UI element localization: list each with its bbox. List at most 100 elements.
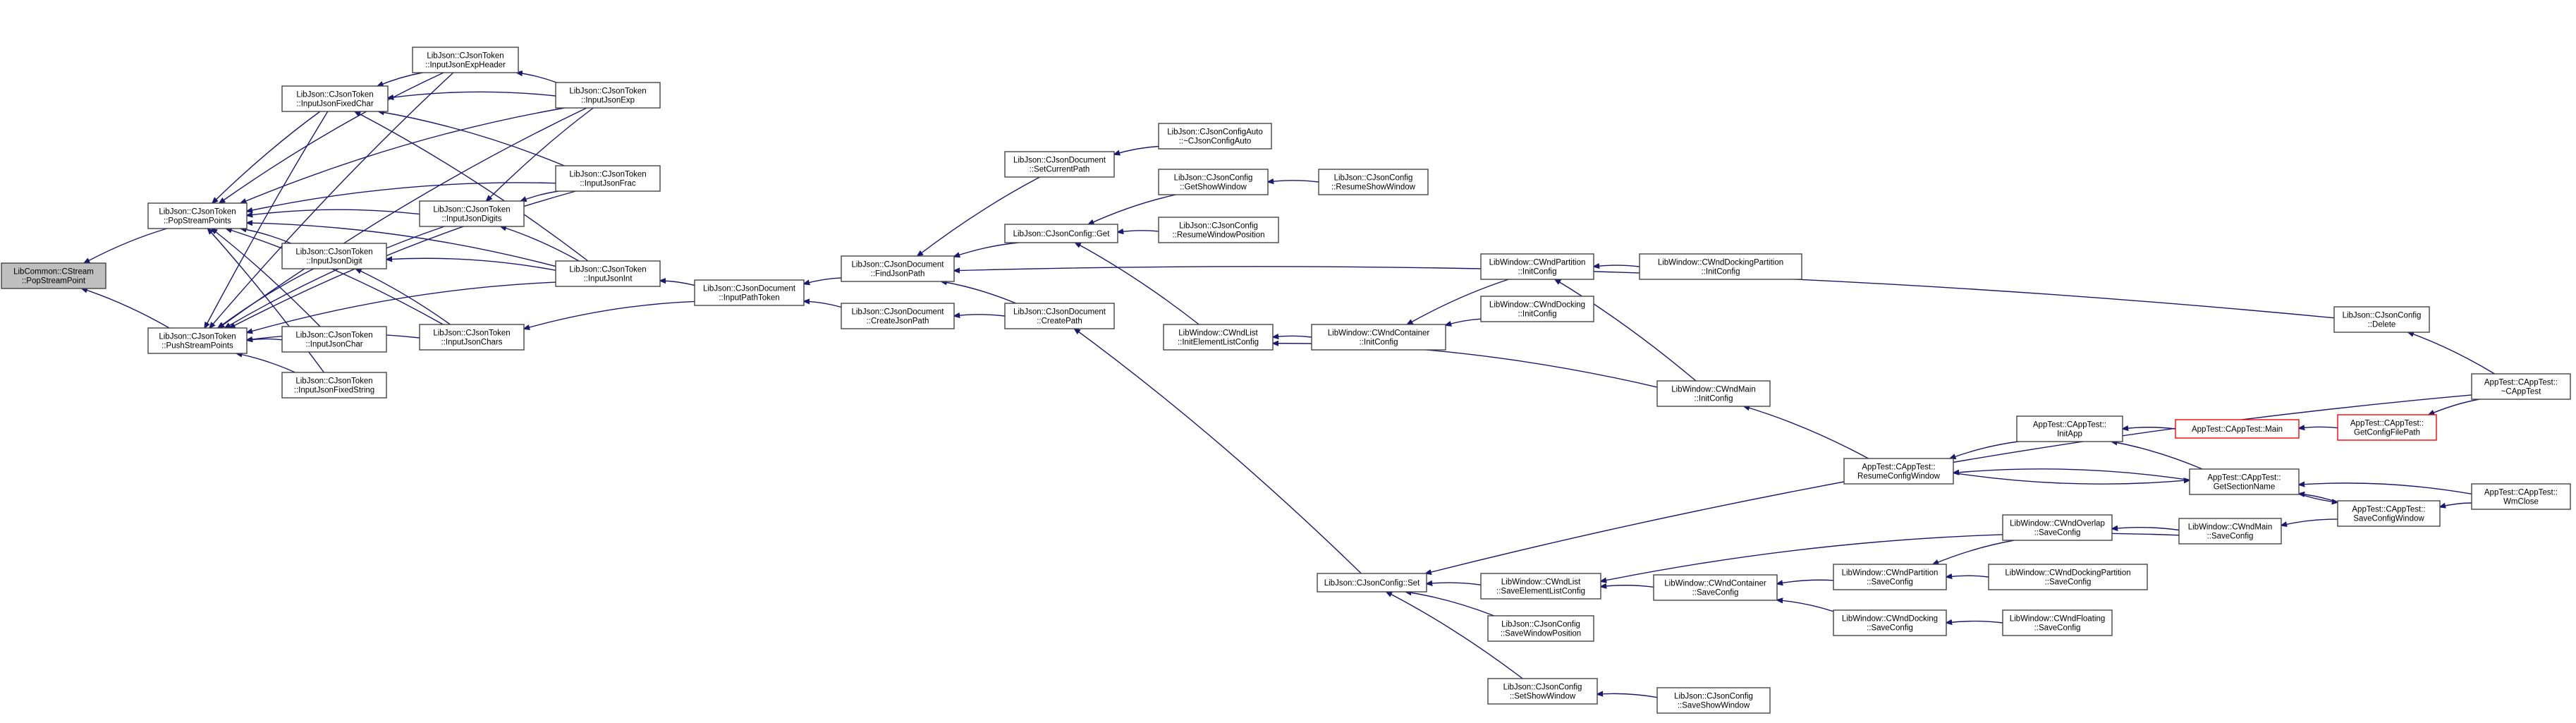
- node-inputPathToken[interactable]: LibJson::CJsonDocument::InputPathToken: [694, 279, 805, 306]
- node-box: [1, 262, 106, 289]
- node-findJsonPath[interactable]: LibJson::CJsonDocument::FindJsonPath: [841, 255, 955, 282]
- node-saveWinPos[interactable]: LibJson::CJsonConfig::SaveWindowPosition: [1487, 615, 1594, 642]
- node-label: ::PopStreamPoints: [164, 217, 231, 226]
- node-floatingSave[interactable]: LibWindow::CWndFloating::SaveConfig: [2002, 609, 2113, 636]
- node-cfgGet[interactable]: LibJson::CJsonConfig::Get: [1004, 224, 1118, 243]
- node-saveShowWin[interactable]: LibJson::CJsonConfig::SaveShowWindow: [1656, 687, 1771, 714]
- node-expHeader[interactable]: LibJson::CJsonToken::InputJsonExpHeader: [412, 47, 519, 73]
- edge-getSection-to-resumeCfgWin: [1953, 468, 2190, 481]
- node-label: LibJson::CJsonConfigAuto: [1167, 128, 1263, 137]
- node-cfgDelete[interactable]: LibJson::CJsonConfig::Delete: [2333, 306, 2430, 333]
- node-label: ::InputJsonDigit: [306, 257, 362, 266]
- node-getShowWindow[interactable]: LibJson::CJsonConfig::GetShowWindow: [1158, 169, 1269, 195]
- node-label: LibJson::CJsonDocument: [851, 308, 944, 317]
- node-mainSave[interactable]: LibWindow::CWndMain::SaveConfig: [2178, 518, 2282, 545]
- node-label: LibJson::CJsonToken: [569, 171, 646, 179]
- node-saveElemList[interactable]: LibWindow::CWndList::SaveElementListConf…: [1480, 573, 1601, 600]
- node-getSection[interactable]: AppTest::CAppTest::GetSectionName: [2189, 468, 2300, 495]
- node-label: LibWindow::CWndList: [1178, 329, 1258, 338]
- node-initElemList[interactable]: LibWindow::CWndList::InitElementListConf…: [1163, 324, 1274, 351]
- edge-fixedChar-to-pushSP: [205, 111, 329, 328]
- node-resumeWinPos[interactable]: LibJson::CJsonConfig::ResumeWindowPositi…: [1158, 217, 1279, 243]
- node-appMain[interactable]: AppTest::CAppTest::Main: [2175, 419, 2300, 439]
- node-getCfgPath[interactable]: AppTest::CAppTest::GetConfigFilePath: [2337, 414, 2437, 441]
- node-dockingInit[interactable]: LibWindow::CWndDocking::InitConfig: [1480, 296, 1594, 322]
- node-label: ::SaveConfig: [1867, 578, 1913, 587]
- node-frac[interactable]: LibJson::CJsonToken::InputJsonFrac: [555, 165, 661, 192]
- edge-wmClose-to-getSection: [2299, 483, 2472, 494]
- node-label: LibJson::CJsonDocument: [1013, 157, 1106, 165]
- edge-getShowWindow-to-cfgGet: [1088, 194, 1176, 224]
- node-box: [2471, 373, 2571, 400]
- node-box: [281, 326, 387, 353]
- node-setCurrentPath[interactable]: LibJson::CJsonDocument::SetCurrentPath: [1004, 151, 1115, 178]
- node-box: [1158, 123, 1272, 150]
- node-wmClose[interactable]: AppTest::CAppTest::WmClose: [2471, 483, 2571, 510]
- node-label: ::InitConfig: [1360, 339, 1398, 347]
- edge-int-to-fixedChar: [355, 111, 589, 262]
- node-setShowWin[interactable]: LibJson::CJsonConfig::SetShowWindow: [1487, 678, 1598, 705]
- node-appDtor[interactable]: AppTest::CAppTest::~CAppTest: [2471, 373, 2571, 400]
- node-containerInit[interactable]: LibWindow::CWndContainer::InitConfig: [1311, 324, 1446, 351]
- node-label: ::InputJsonDigits: [441, 215, 501, 224]
- node-label: LibJson::CJsonToken: [427, 52, 503, 61]
- edge-saveElemList-to-cfgSet: [1427, 583, 1482, 585]
- node-fixedString[interactable]: LibJson::CJsonToken::InputJsonFixedStrin…: [281, 372, 387, 399]
- node-chars[interactable]: LibJson::CJsonToken::InputJsonChars: [419, 324, 525, 351]
- node-digits[interactable]: LibJson::CJsonToken::InputJsonDigits: [419, 200, 525, 227]
- node-box: [2471, 483, 2571, 510]
- node-label: LibJson::CJsonToken: [159, 333, 236, 341]
- node-int[interactable]: LibJson::CJsonToken::InputJsonInt: [555, 260, 661, 287]
- node-label: AppTest::CAppTest::: [2350, 420, 2424, 428]
- node-partitionInit[interactable]: LibWindow::CWndPartition::InitConfig: [1480, 253, 1594, 280]
- edge-initApp-to-resumeCfgWin: [1950, 441, 2019, 458]
- node-box: [2016, 415, 2123, 442]
- node-mainInit[interactable]: LibWindow::CWndMain::InitConfig: [1656, 380, 1771, 407]
- node-createJsonPath[interactable]: LibJson::CJsonDocument::CreateJsonPath: [841, 303, 955, 329]
- node-label: AppTest::CAppTest::Main: [2192, 425, 2283, 434]
- node-box: [1833, 609, 1947, 636]
- node-root[interactable]: LibCommon::CStream::PopStreamPoint: [1, 262, 106, 289]
- node-char[interactable]: LibJson::CJsonToken::InputJsonChar: [281, 326, 387, 353]
- edge-resumeCfgWin-to-getSection: [1953, 472, 2190, 485]
- node-createPath[interactable]: LibJson::CJsonDocument::CreatePath: [1004, 303, 1115, 329]
- node-box: [2002, 514, 2113, 541]
- node-digit[interactable]: LibJson::CJsonToken::InputJsonDigit: [281, 243, 387, 269]
- edge-cfgSet-to-createPath: [1075, 329, 1362, 574]
- node-label: ::SaveElementListConfig: [1496, 588, 1585, 596]
- node-box: [1988, 564, 2148, 590]
- node-label: LibJson::CJsonConfig: [1174, 174, 1253, 183]
- node-dockingSave[interactable]: LibWindow::CWndDocking::SaveConfig: [1833, 609, 1947, 636]
- edge-exp-to-popSP: [240, 107, 565, 203]
- node-resumeShowWin[interactable]: LibJson::CJsonConfig::ResumeShowWindow: [1318, 169, 1429, 195]
- node-popSP[interactable]: LibJson::CJsonToken::PopStreamPoints: [147, 202, 248, 229]
- node-dockPartSave[interactable]: LibWindow::CWndDockingPartition::SaveCon…: [1988, 564, 2148, 590]
- edge-char-to-popSP: [212, 229, 321, 327]
- node-label: InitApp: [2057, 430, 2082, 439]
- node-label: ::InputJsonFixedString: [294, 387, 374, 395]
- node-dockPartInit[interactable]: LibWindow::CWndDockingPartition::InitCon…: [1639, 253, 1802, 280]
- edge-appMain-to-initApp: [2123, 427, 2176, 429]
- node-resumeCfgWin[interactable]: AppTest::CAppTest::ResumeConfigWindow: [1843, 458, 1954, 485]
- node-saveCfgWin[interactable]: AppTest::CAppTest::SaveConfigWindow: [2337, 500, 2441, 527]
- edge-resumeShowWin-to-getShowWindow: [1268, 181, 1319, 182]
- node-fixedChar[interactable]: LibJson::CJsonToken::InputJsonFixedChar: [281, 85, 389, 112]
- edge-containerSave-to-saveElemList: [1601, 585, 1654, 588]
- node-containerSave[interactable]: LibWindow::CWndContainer::SaveConfig: [1653, 574, 1778, 601]
- node-cfgSet[interactable]: LibJson::CJsonConfig::Set: [1317, 573, 1427, 593]
- node-initApp[interactable]: AppTest::CAppTest::InitApp: [2016, 415, 2123, 442]
- node-box: [841, 255, 955, 282]
- node-label: LibJson::CJsonToken: [433, 206, 510, 214]
- edge-appDtor-to-cfgDelete: [2408, 332, 2495, 375]
- node-label: GetConfigFilePath: [2354, 429, 2420, 437]
- edge-int-to-pushSP: [247, 281, 556, 333]
- node-pushSP[interactable]: LibJson::CJsonToken::PushStreamPoints: [147, 327, 248, 354]
- node-label: LibJson::CJsonDocument: [851, 261, 944, 269]
- node-partitionSave[interactable]: LibWindow::CWndPartition::SaveConfig: [1833, 564, 1947, 590]
- node-cfgAuto[interactable]: LibJson::CJsonConfigAuto::~CJsonConfigAu…: [1158, 123, 1272, 150]
- node-overlapSave[interactable]: LibWindow::CWndOverlap::SaveConfig: [2002, 514, 2113, 541]
- node-exp[interactable]: LibJson::CJsonToken::InputJsonExp: [555, 82, 661, 109]
- node-label: LibJson::CJsonToken: [295, 248, 372, 257]
- node-label: ::FindJsonPath: [871, 270, 925, 279]
- node-label: ::SaveShowWindow: [1678, 702, 1750, 710]
